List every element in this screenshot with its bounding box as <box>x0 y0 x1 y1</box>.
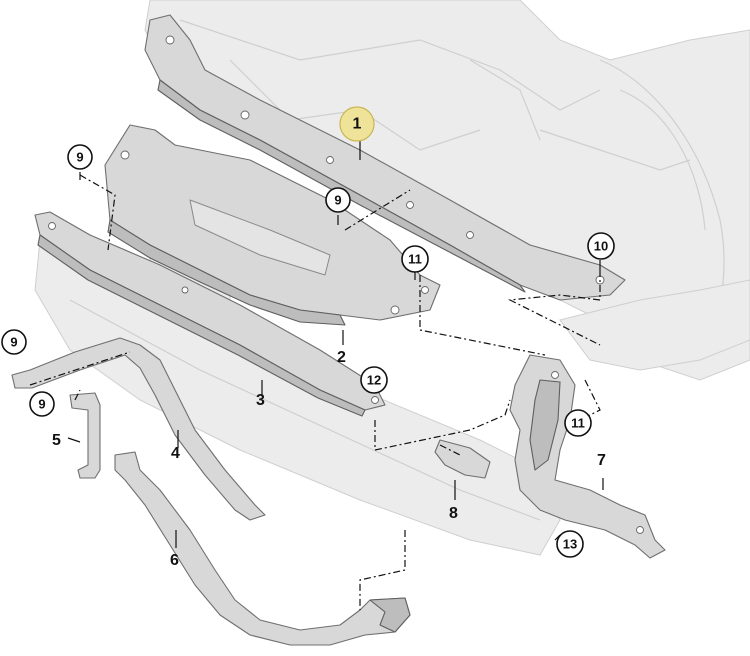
curved-strut-part <box>114 451 411 646</box>
headlamp-bracket-part <box>509 354 666 559</box>
callout-1-text: 1 <box>353 116 362 133</box>
small-bracket-part <box>69 392 101 479</box>
callout-1-highlighted: 1 <box>339 106 375 142</box>
circled-callouts: 1 9 9 9 9 10 11 11 <box>1 106 615 558</box>
label-part-3: 3 <box>256 392 265 409</box>
callout-13: 13 <box>556 530 584 558</box>
part-labels: 2 3 4 5 6 7 8 <box>52 349 606 569</box>
label-part-8: 8 <box>449 505 458 522</box>
label-part-5: 5 <box>52 432 61 449</box>
callout-9-low: 9 <box>29 391 55 417</box>
callout-13-text: 13 <box>563 537 577 552</box>
radiator-shield-part <box>104 124 441 326</box>
label-part-4: 4 <box>171 445 180 462</box>
label-part-7: 7 <box>597 452 606 469</box>
callout-9-low-text: 9 <box>38 397 45 412</box>
callout-9-left: 9 <box>1 329 27 355</box>
callout-11-top-text: 11 <box>408 252 422 267</box>
callout-12: 12 <box>360 366 388 394</box>
callout-leaders <box>67 140 604 548</box>
callout-9-mid: 9 <box>325 187 351 213</box>
assembly-dash-lines <box>29 174 601 610</box>
callout-12-text: 12 <box>367 373 381 388</box>
callout-10-text: 10 <box>594 239 608 254</box>
callout-9-top-text: 9 <box>76 150 83 165</box>
callout-9-left-text: 9 <box>10 335 17 350</box>
callout-9-mid-text: 9 <box>334 193 341 208</box>
upper-support-bar-part <box>144 14 626 301</box>
callout-9-top: 9 <box>67 144 93 170</box>
label-part-2: 2 <box>337 349 346 366</box>
label-part-6: 6 <box>170 552 179 569</box>
callout-11-right-text: 11 <box>571 416 585 431</box>
lower-crossmember-part <box>34 211 386 417</box>
callout-11-top: 11 <box>401 245 429 273</box>
angle-bracket-part <box>434 439 491 479</box>
strut-brace-part <box>11 337 266 521</box>
callout-10: 10 <box>587 232 615 260</box>
callout-11-right: 11 <box>564 409 592 437</box>
